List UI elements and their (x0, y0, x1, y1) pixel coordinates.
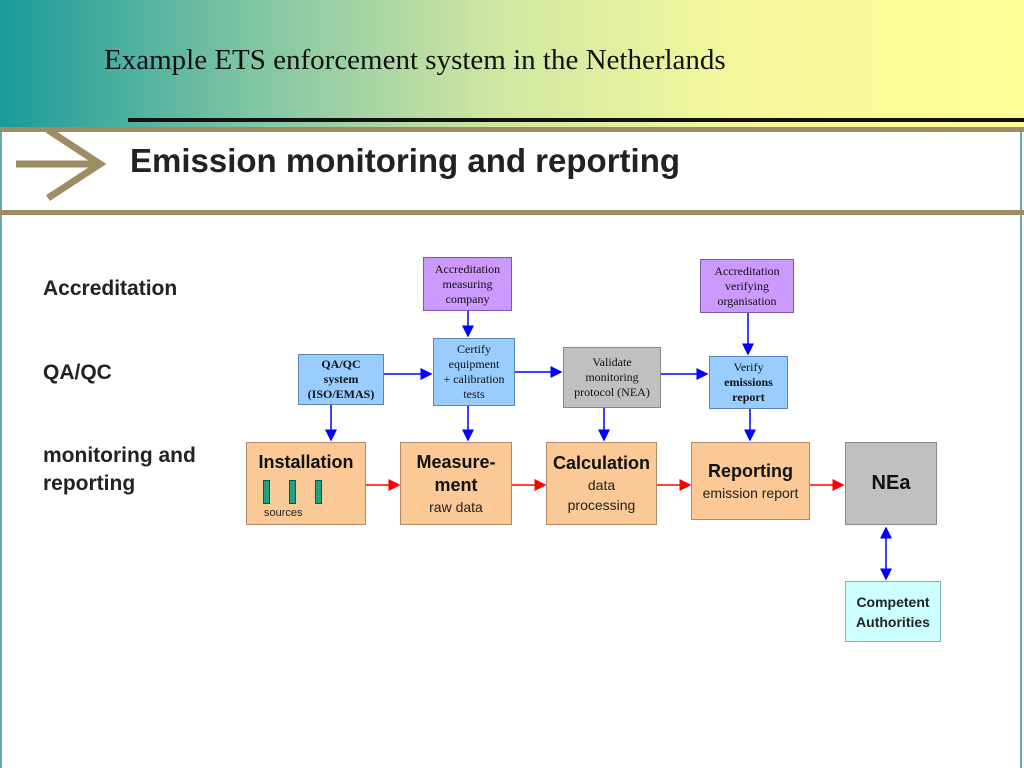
box-line: measuring (442, 276, 493, 291)
source-bar-icon (315, 480, 322, 504)
box-line: monitoring (585, 370, 639, 384)
box-title: NEa (871, 472, 911, 494)
box-line: emissions (724, 375, 773, 389)
box-reporting: Reporting emission report (691, 442, 810, 520)
box-line: Competent (856, 593, 930, 610)
row-label-line-1: monitoring and (43, 444, 196, 467)
content-frame (0, 127, 1022, 768)
box-line: tests (463, 387, 485, 401)
box-subtitle: emission report (702, 484, 799, 501)
section-title: Emission monitoring and reporting (130, 142, 681, 179)
box-line: Validate (592, 355, 632, 369)
slide-title: Example ETS enforcement system in the Ne… (104, 44, 726, 76)
box-installation: Installation sources (246, 442, 366, 525)
box-subtitle: data (587, 477, 616, 493)
box-validate-monitoring-protocol: Validate monitoring protocol (NEA) (563, 347, 661, 408)
source-bar-icon (263, 480, 270, 504)
box-subtitle: sources (264, 507, 303, 519)
box-line: QA/QC (321, 357, 361, 371)
box-title-line: Measure- (416, 451, 496, 472)
box-line: Certify (457, 342, 491, 356)
box-measurement: Measure- ment raw data (400, 442, 512, 525)
box-competent-authorities: Competent Authorities (845, 581, 941, 642)
box-line: Accreditation (434, 261, 501, 276)
box-line: Authorities (856, 613, 930, 630)
slide-header: Example ETS enforcement system in the Ne… (0, 0, 1024, 127)
box-line: + calibration (443, 372, 505, 386)
row-label-line-2: reporting (43, 472, 136, 495)
box-title: Installation (258, 452, 354, 472)
box-accreditation-measuring-company: Accreditation measuring company (423, 257, 512, 311)
box-accreditation-verifying-organisation: Accreditation verifying organisation (700, 259, 794, 313)
header-rule (128, 118, 1024, 122)
box-subtitle: processing (567, 497, 636, 513)
box-line: verifying (725, 278, 769, 293)
box-title: Reporting (708, 460, 793, 481)
arrow-logo-icon (16, 128, 107, 201)
box-line: protocol (NEA) (574, 385, 650, 399)
box-subtitle: raw data (429, 498, 483, 515)
box-line: report (732, 390, 765, 404)
box-certify-equipment: Certify equipment + calibration tests (433, 338, 515, 406)
box-line: (ISO/EMAS) (307, 387, 375, 401)
box-line: organisation (717, 293, 777, 308)
box-nea: NEa (845, 442, 937, 525)
box-verify-emissions-report: Verify emissions report (709, 356, 788, 409)
box-qa-qc-system: QA/QC system (ISO/EMAS) (298, 354, 384, 405)
row-label-monitoring: monitoring and reporting (43, 442, 196, 498)
box-line: Verify (733, 360, 764, 374)
band-bottom-rule (0, 210, 1024, 215)
source-bar-icon (289, 480, 296, 504)
box-line: equipment (448, 357, 500, 371)
box-title-line: ment (434, 474, 478, 495)
row-label-qa-qc: QA/QC (43, 361, 112, 384)
box-line: company (445, 291, 490, 306)
box-line: system (323, 372, 359, 386)
box-title: Calculation (552, 453, 650, 473)
band-top-rule (0, 127, 1024, 132)
box-calculation: Calculation data processing (546, 442, 657, 525)
box-line: Accreditation (714, 263, 780, 278)
row-label-accreditation: Accreditation (43, 277, 178, 300)
